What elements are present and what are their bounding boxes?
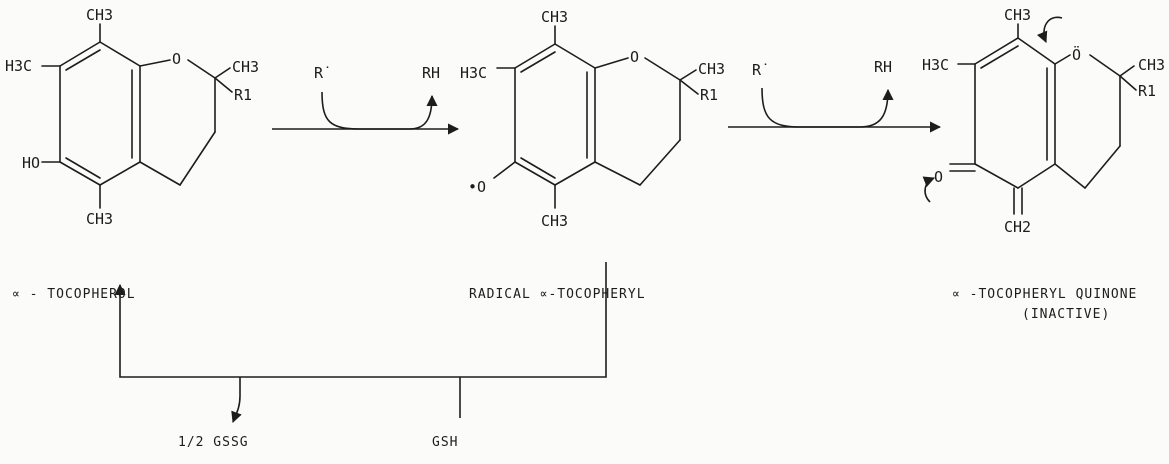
label-h3c-left-3: H3C bbox=[922, 56, 949, 74]
caption-radical-tocopheryl: RADICAL ∝-TOCOPHERYL bbox=[469, 287, 646, 302]
label-ring-oxygen-2: O bbox=[630, 48, 639, 66]
label-gsh: GSH bbox=[432, 435, 458, 450]
label-ch3-bottom-2: CH3 bbox=[541, 212, 568, 230]
label-r-radical-2: R˙ bbox=[752, 61, 770, 79]
label-h3c-left: H3C bbox=[5, 57, 32, 75]
label-ch3-right: CH3 bbox=[232, 58, 259, 76]
label-rh-2: RH bbox=[874, 58, 892, 76]
label-ch3-bottom: CH3 bbox=[86, 210, 113, 228]
caption-tocopherol: ∝ - TOCOPHEROL bbox=[12, 287, 136, 302]
label-hydroxyl: HO bbox=[22, 154, 40, 172]
label-ch3-top-3: CH3 bbox=[1004, 6, 1031, 24]
label-carbonyl-oxygen: O bbox=[934, 168, 943, 186]
label-h3c-left-2: H3C bbox=[460, 64, 487, 82]
label-rh-1: RH bbox=[422, 64, 440, 82]
label-ch3-right-3: CH3 bbox=[1138, 56, 1165, 74]
label-r1-2: R1 bbox=[700, 86, 718, 104]
caption-quinone: ∝ -TOCOPHERYL QUINONE bbox=[952, 287, 1137, 302]
molecule-tocopheryl-quinone: CH3 H3C Ö CH3 R1 O CH2 bbox=[922, 6, 1165, 236]
label-ring-oxygen-3: Ö bbox=[1072, 45, 1081, 64]
label-r1: R1 bbox=[234, 86, 252, 104]
label-oxy-radical: •O bbox=[468, 178, 486, 196]
reaction-arrow-2: R˙ RH bbox=[728, 58, 942, 133]
label-ring-oxygen: O bbox=[172, 50, 181, 68]
label-ch3-right-2: CH3 bbox=[698, 60, 725, 78]
glutathione-cycle: 1/2 GSSG GSH bbox=[114, 262, 607, 450]
molecule-radical-tocopheryl: CH3 H3C O CH3 R1 •O CH3 bbox=[460, 8, 725, 230]
label-ch3-top: CH3 bbox=[86, 6, 113, 24]
reaction-arrow-1: R˙ RH bbox=[272, 64, 460, 135]
label-r1-3: R1 bbox=[1138, 82, 1156, 100]
label-ch3-top-2: CH3 bbox=[541, 8, 568, 26]
label-ch2: CH2 bbox=[1004, 218, 1031, 236]
molecule-tocopherol: CH3 H3C O CH3 R1 HO CH3 bbox=[5, 6, 259, 228]
caption-inactive: (INACTIVE) bbox=[1022, 307, 1110, 322]
label-r-radical-1: R˙ bbox=[314, 64, 332, 82]
label-gssg: 1/2 GSSG bbox=[178, 435, 249, 450]
